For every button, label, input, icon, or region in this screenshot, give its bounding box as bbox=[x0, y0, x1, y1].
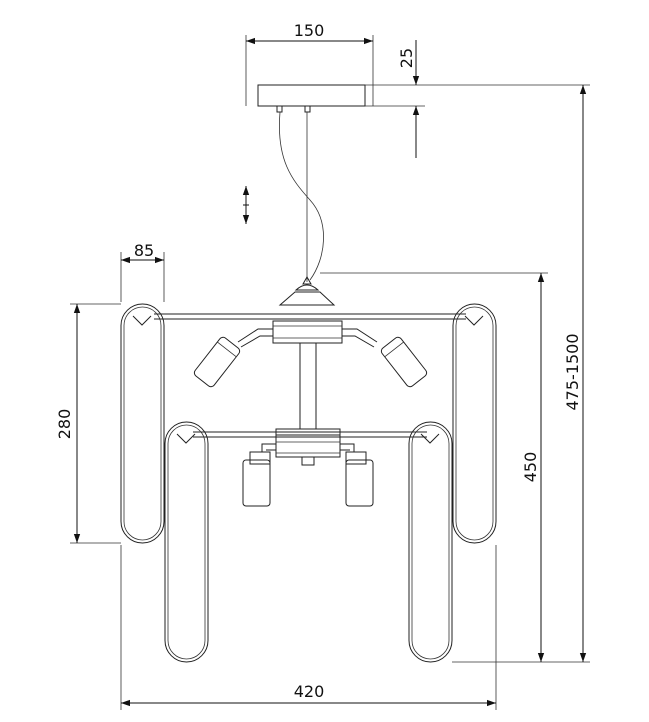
shade-upper-right bbox=[452, 303, 497, 544]
canopy-height-label: 25 bbox=[397, 48, 416, 68]
shade-lower-right bbox=[408, 421, 453, 663]
shade-width-label: 85 bbox=[134, 241, 154, 260]
dimension-canopy-width: 150 bbox=[245, 21, 374, 106]
lower-hub bbox=[275, 428, 341, 466]
shade-height-label: 280 bbox=[55, 409, 74, 440]
lower-frame-bars bbox=[193, 431, 427, 438]
dimension-canopy-height: 25 bbox=[365, 40, 590, 158]
ceiling-canopy bbox=[257, 84, 366, 113]
dimension-total-width: 420 bbox=[120, 545, 497, 710]
central-stem bbox=[299, 342, 317, 430]
dimension-shade-height: 280 bbox=[55, 303, 121, 544]
upper-bulb-arms bbox=[193, 328, 428, 388]
canopy-width-label: 150 bbox=[294, 21, 325, 40]
dimension-total-height: 475-1500 bbox=[563, 85, 587, 662]
upper-hub bbox=[272, 275, 343, 344]
total-height-label: 475-1500 bbox=[563, 333, 582, 410]
suspension-cable bbox=[278, 111, 324, 282]
adjustable-length-marker bbox=[242, 186, 250, 224]
lower-bulbs bbox=[242, 443, 374, 507]
shade-upper-left bbox=[120, 303, 165, 544]
shade-lower-left bbox=[164, 421, 209, 663]
total-width-label: 420 bbox=[294, 682, 325, 701]
body-height-label: 450 bbox=[521, 452, 540, 483]
dimension-body-height: 450 bbox=[320, 272, 590, 663]
upper-frame-bars bbox=[154, 313, 466, 320]
dimension-shade-width: 85 bbox=[120, 241, 165, 302]
